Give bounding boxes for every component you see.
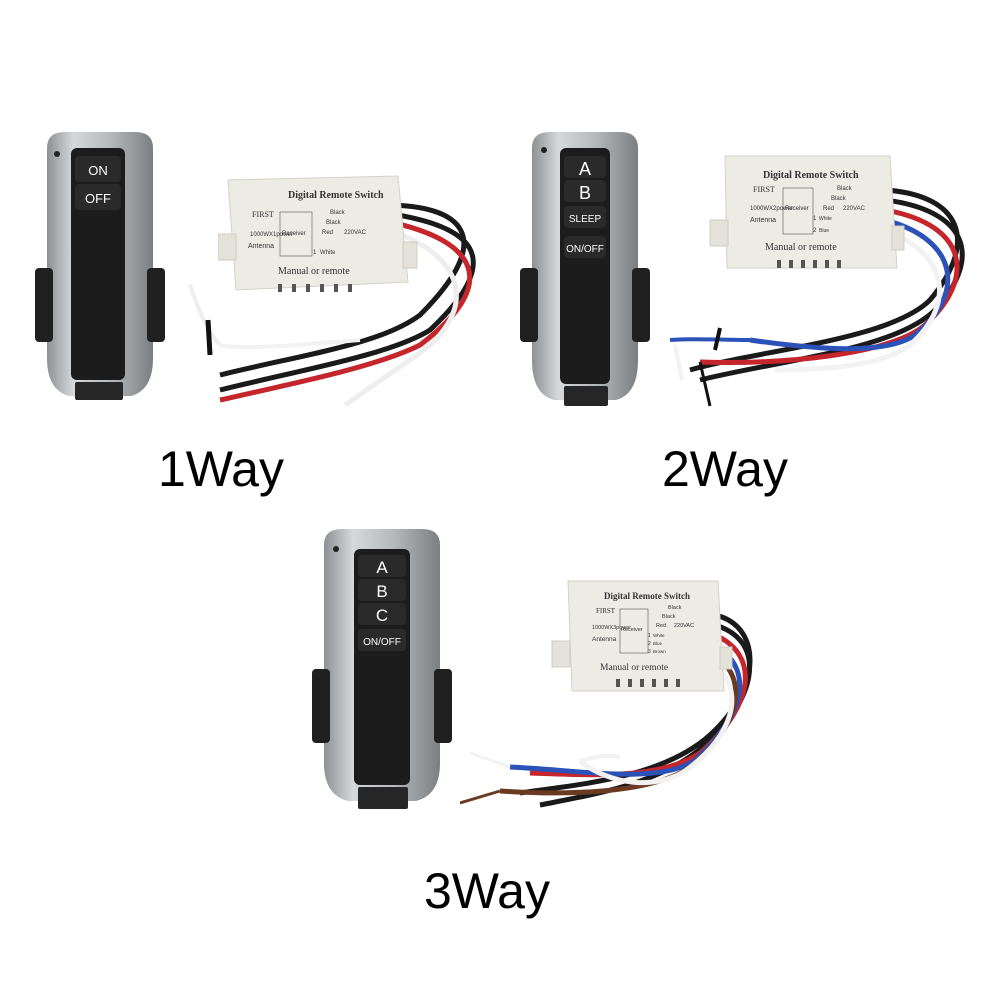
- svg-text:220VAC: 220VAC: [843, 206, 866, 212]
- svg-text:Manual or remote: Manual or remote: [765, 242, 837, 253]
- svg-text:Receiver: Receiver: [785, 206, 809, 212]
- svg-text:1000WX1power: 1000WX1power: [250, 232, 293, 238]
- svg-text:Black: Black: [837, 186, 853, 192]
- svg-text:White: White: [819, 216, 832, 222]
- button-b[interactable]: B: [358, 579, 406, 601]
- button-on-off[interactable]: ON/OFF: [564, 236, 606, 258]
- remote-control-3way: A B C ON/OFF: [312, 529, 452, 809]
- svg-text:Blue: Blue: [653, 641, 663, 646]
- svg-text:Manual or remote: Manual or remote: [278, 266, 350, 277]
- svg-text:1: 1: [813, 216, 817, 222]
- svg-text:Black: Black: [668, 605, 682, 611]
- receiver-box-3way: Digital Remote Switch FIRST 1000WX3power…: [551, 580, 733, 692]
- button-b[interactable]: B: [564, 180, 606, 203]
- svg-text:Black: Black: [326, 220, 342, 226]
- svg-text:Red: Red: [322, 230, 333, 236]
- svg-text:Receiver: Receiver: [621, 627, 643, 633]
- receiver-wires-2way: [669, 187, 965, 407]
- svg-text:Red: Red: [656, 623, 666, 629]
- svg-text:ON: ON: [88, 163, 108, 178]
- button-a[interactable]: A: [358, 555, 406, 577]
- button-on[interactable]: ON: [75, 156, 121, 182]
- svg-text:White: White: [653, 633, 665, 638]
- svg-text:Blue: Blue: [819, 228, 829, 234]
- caption-3way: 3Way: [424, 863, 550, 919]
- svg-text:Manual or remote: Manual or remote: [600, 663, 668, 673]
- svg-text:Brown: Brown: [653, 649, 666, 654]
- svg-text:A: A: [579, 159, 591, 179]
- svg-text:SLEEP: SLEEP: [569, 214, 602, 225]
- receiver-wires-3way: [460, 612, 753, 808]
- caption-1way: 1Way: [158, 441, 284, 497]
- svg-text:OFF: OFF: [85, 191, 111, 206]
- svg-text:White: White: [320, 250, 336, 256]
- svg-text:FIRST: FIRST: [596, 607, 616, 615]
- remote-control-1way: ON OFF: [35, 132, 165, 400]
- svg-text:Digital Remote Switch: Digital Remote Switch: [288, 190, 384, 201]
- svg-text:Black: Black: [330, 210, 346, 216]
- button-sleep[interactable]: SLEEP: [564, 206, 606, 228]
- svg-text:1: 1: [313, 250, 317, 256]
- svg-text:220VAC: 220VAC: [344, 230, 367, 236]
- svg-text:B: B: [579, 183, 591, 203]
- receiver-box-2way: Digital Remote Switch FIRST 1000WX2power…: [709, 155, 905, 269]
- svg-text:1000WX3power: 1000WX3power: [592, 625, 631, 631]
- svg-text:Antenna: Antenna: [248, 243, 274, 250]
- svg-text:FIRST: FIRST: [252, 210, 274, 219]
- receiver-box-1way: Digital Remote Switch FIRST 1000WX1power…: [218, 175, 418, 292]
- svg-text:Receiver: Receiver: [282, 231, 306, 237]
- svg-text:ON/OFF: ON/OFF: [363, 637, 401, 648]
- svg-text:2: 2: [648, 641, 651, 647]
- svg-text:Black: Black: [662, 614, 676, 620]
- svg-text:Red: Red: [823, 206, 834, 212]
- caption-2way: 2Way: [662, 441, 788, 497]
- remote-control-2way: A B SLEEP ON/OFF: [520, 132, 650, 406]
- svg-text:Digital Remote Switch: Digital Remote Switch: [763, 170, 859, 181]
- svg-text:1: 1: [648, 633, 651, 639]
- svg-text:3: 3: [648, 649, 651, 655]
- svg-text:ON/OFF: ON/OFF: [566, 244, 604, 255]
- receiver-wires-1way: [188, 202, 476, 408]
- button-on-off[interactable]: ON/OFF: [358, 629, 406, 651]
- svg-text:B: B: [376, 582, 387, 601]
- svg-text:Antenna: Antenna: [592, 636, 617, 643]
- svg-text:2: 2: [813, 228, 817, 234]
- svg-text:220VAC: 220VAC: [674, 623, 694, 629]
- svg-text:Antenna: Antenna: [750, 217, 776, 224]
- svg-text:C: C: [376, 606, 388, 625]
- button-c[interactable]: C: [358, 603, 406, 625]
- button-off[interactable]: OFF: [75, 184, 121, 210]
- svg-text:1000WX2power: 1000WX2power: [750, 206, 793, 212]
- button-a[interactable]: A: [564, 156, 606, 179]
- svg-text:FIRST: FIRST: [753, 185, 775, 194]
- svg-text:Black: Black: [831, 196, 847, 202]
- svg-text:A: A: [376, 558, 388, 577]
- svg-text:Digital Remote Switch: Digital Remote Switch: [604, 591, 690, 601]
